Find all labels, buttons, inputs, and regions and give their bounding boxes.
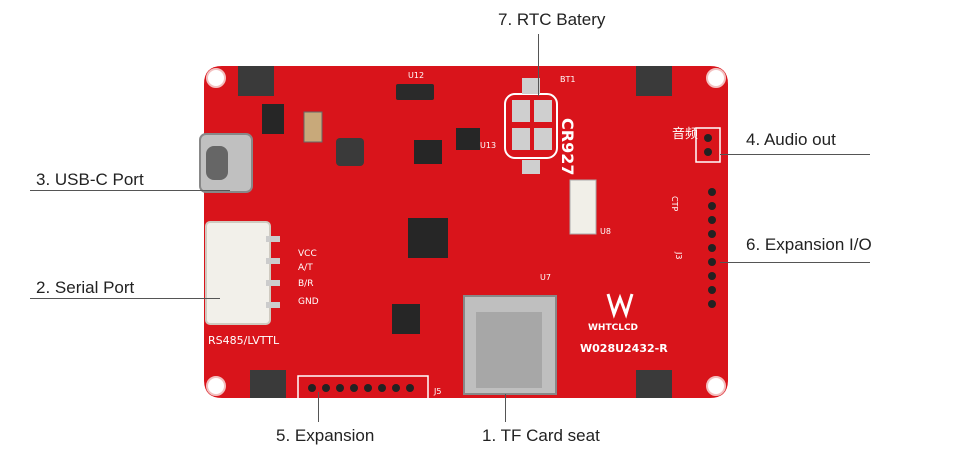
serial-pin (266, 236, 280, 242)
u13-label: U13 (480, 141, 496, 150)
j3-label: J3 (674, 251, 683, 259)
callout-line-serial (30, 298, 220, 299)
tf-card-inner (476, 312, 542, 388)
pad (636, 370, 672, 398)
battery-pad (512, 100, 530, 122)
serial-pin (266, 280, 280, 286)
inductor (336, 138, 364, 166)
callout-tf: 1. TF Card seat (482, 426, 600, 445)
j5-label: J5 (433, 387, 441, 396)
brand-label: WHTCLCD (588, 323, 638, 333)
u8-label: U8 (600, 227, 611, 236)
chip (392, 304, 420, 334)
expansion-header (297, 375, 429, 401)
serial-pin (266, 258, 280, 264)
model-label: W028U2432-R (580, 342, 668, 355)
pcb-board (204, 66, 728, 398)
ctp-connector (569, 179, 597, 235)
battery-ref: BT1 (560, 75, 575, 84)
callout-serial: 2. Serial Port (36, 278, 135, 297)
callout-usb: 3. USB-C Port (36, 170, 144, 189)
mount-hole (206, 376, 226, 396)
pin-at-label: A/T (298, 263, 313, 273)
callout-expansion-io: 6. Expansion I/O (746, 235, 872, 254)
mount-hole (706, 376, 726, 396)
battery-pad (534, 100, 552, 122)
pad (238, 66, 274, 96)
expansion-io-header (708, 188, 716, 308)
pin-vcc-label: VCC (298, 249, 317, 259)
diode (262, 104, 284, 134)
chip (414, 140, 442, 164)
chip-u12 (396, 84, 434, 100)
audio-connector (695, 127, 721, 163)
serial-connector (205, 221, 271, 325)
callout-expansion: 5. Expansion (276, 426, 375, 445)
capacitor (303, 111, 323, 143)
callout-line-audio (720, 154, 870, 155)
mount-hole (206, 68, 226, 88)
battery-label: CR927 (558, 118, 577, 175)
serial-pin (266, 302, 280, 308)
mcu-chip (408, 218, 448, 258)
battery-pad (522, 160, 540, 174)
u7-label: U7 (540, 273, 551, 282)
usb-c-opening (206, 146, 228, 180)
pin-gnd-label: GND (298, 297, 319, 307)
pad (250, 370, 286, 398)
audio-pin (704, 148, 712, 156)
callout-line-tf (505, 394, 506, 422)
brand-logo (606, 293, 634, 319)
ctp-label: CTP (670, 196, 679, 211)
battery-pad (534, 128, 552, 150)
callout-audio: 4. Audio out (746, 130, 836, 149)
audio-cn-label: 音频 (672, 126, 698, 142)
callout-line-expansion-io (720, 262, 870, 263)
callout-line-expansion (318, 392, 319, 422)
mount-hole (706, 68, 726, 88)
callout-line-rtc (538, 34, 539, 96)
battery-pad (522, 78, 540, 94)
chip-u13 (456, 128, 480, 150)
audio-pin (704, 134, 712, 142)
u12-label: U12 (408, 71, 424, 80)
pad (636, 66, 672, 96)
port-label: RS485/LVTTL (208, 334, 280, 347)
pin-br-label: B/R (298, 279, 313, 289)
callout-line-usb (30, 190, 230, 191)
callout-rtc: 7. RTC Batery (498, 10, 606, 29)
battery-pad (512, 128, 530, 150)
